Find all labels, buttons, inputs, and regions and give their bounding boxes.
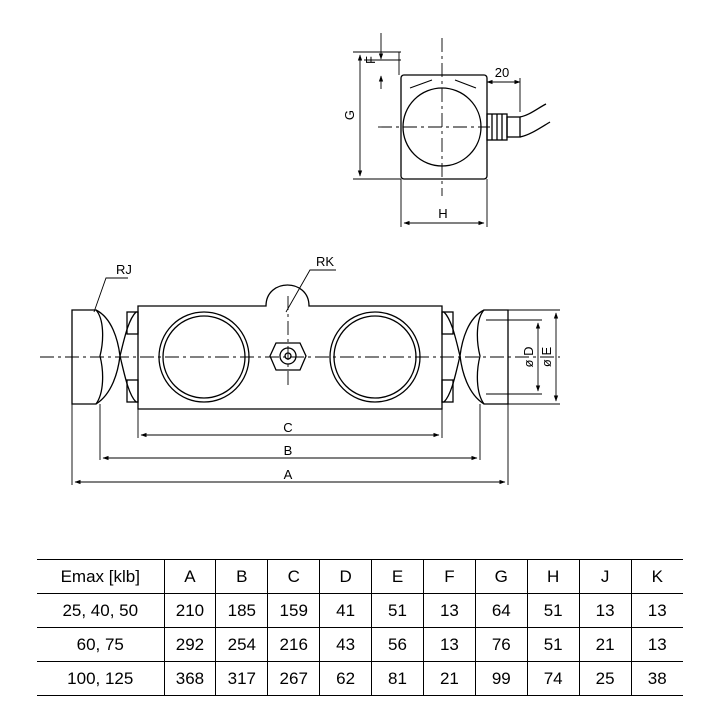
header-g: G [474, 559, 528, 594]
side-view-body [137, 284, 443, 410]
header-h: H [526, 559, 580, 594]
dim-label-e: ø E [539, 347, 554, 368]
dimension-table: Emax [klb] A B C D E F G H J K 25, 40, 5… [37, 559, 683, 696]
center-nut [269, 342, 307, 371]
dim-label-a: A [284, 467, 293, 482]
table-cell: 13 [578, 593, 632, 628]
header-b: B [215, 559, 268, 594]
dim-label-d: ø D [521, 347, 536, 368]
header-d: D [319, 559, 372, 594]
table-cell: 13 [422, 627, 476, 662]
table-cell: 56 [371, 627, 424, 662]
table-cell: 368 [163, 661, 216, 696]
table-cell: 21 [578, 627, 632, 662]
dim-label-c: C [283, 420, 292, 435]
table-cell: 41 [319, 593, 372, 628]
table-cell: 317 [215, 661, 268, 696]
dim-label-rj: RJ [116, 262, 132, 277]
table-cell: 210 [163, 593, 216, 628]
header-f: F [422, 559, 476, 594]
table-cell: 51 [526, 593, 580, 628]
header-e: E [371, 559, 424, 594]
side-view-dimensions [71, 269, 560, 485]
table-cell: 21 [422, 661, 476, 696]
side-view [40, 284, 560, 410]
table-cell: 62 [319, 661, 372, 696]
header-a: A [163, 559, 216, 594]
table-cell: 13 [630, 593, 683, 628]
table-cell: 100, 125 [37, 661, 164, 696]
table-cell: 76 [474, 627, 528, 662]
table-cell: 25, 40, 50 [37, 593, 164, 628]
table-cell: 216 [267, 627, 320, 662]
table-cell: 38 [630, 661, 683, 696]
header-emax: Emax [klb] [37, 559, 164, 594]
table-cell: 13 [630, 627, 683, 662]
load-cell-drawing: F G H 20 [40, 33, 560, 485]
table-cell: 185 [215, 593, 268, 628]
left-end-saddle [71, 309, 104, 405]
end-view [378, 38, 551, 196]
cable [519, 103, 547, 118]
right-end-saddle [476, 309, 509, 405]
table-cell: 267 [267, 661, 320, 696]
table-cell: 99 [474, 661, 528, 696]
table-row: 100, 125 368 317 267 62 81 21 99 74 25 3… [37, 661, 683, 696]
table-cell: 159 [267, 593, 320, 628]
table-cell: 60, 75 [37, 627, 164, 662]
dim-label-g: G [342, 110, 357, 120]
table-row: 25, 40, 50 210 185 159 41 51 13 64 51 13… [37, 593, 683, 628]
table-cell: 25 [578, 661, 632, 696]
table-cell: 292 [163, 627, 216, 662]
table-cell: 13 [422, 593, 476, 628]
table-cell: 254 [215, 627, 268, 662]
table-cell: 81 [371, 661, 424, 696]
table-cell: 43 [319, 627, 372, 662]
dim-label-h: H [438, 206, 447, 221]
header-k: K [630, 559, 683, 594]
header-j: J [578, 559, 632, 594]
header-c: C [267, 559, 320, 594]
dim-label-b: B [284, 443, 293, 458]
table-row: 60, 75 292 254 216 43 56 13 76 51 21 13 [37, 627, 683, 662]
dim-label-f: F [363, 56, 378, 64]
table-cell: 64 [474, 593, 528, 628]
table-header-row: Emax [klb] A B C D E F G H J K [37, 559, 683, 594]
dim-label-20: 20 [495, 65, 509, 80]
dim-label-rk: RK [316, 254, 334, 269]
table-cell: 51 [526, 627, 580, 662]
end-view-dimensions [353, 33, 521, 227]
table-cell: 74 [526, 661, 580, 696]
table-cell: 51 [371, 593, 424, 628]
